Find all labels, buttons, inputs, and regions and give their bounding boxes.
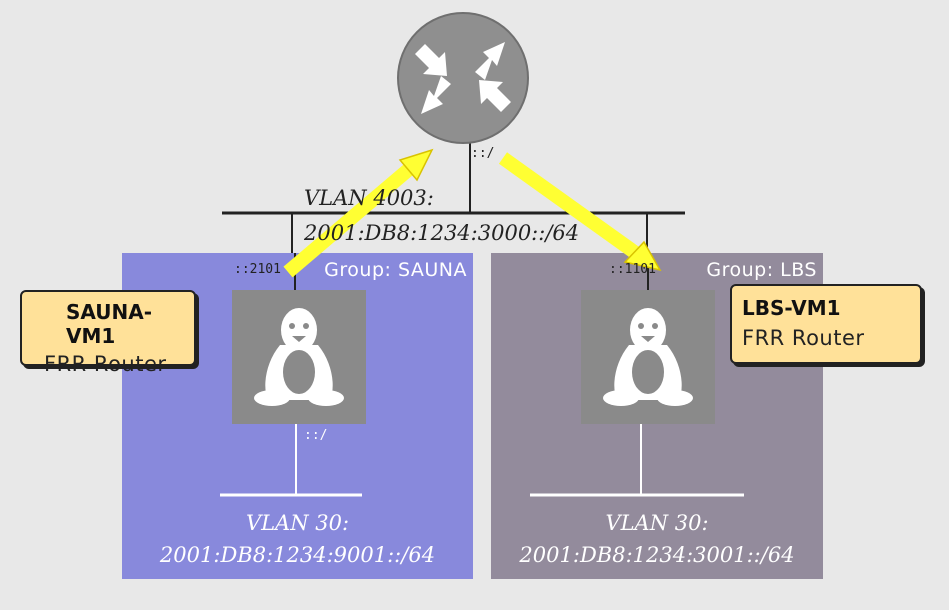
sauna-vm1-linux-box bbox=[232, 290, 366, 424]
vlan4003-name: VLAN 4003: bbox=[304, 186, 434, 210]
lbs-uplink-port-label: ::1101 bbox=[609, 262, 656, 277]
tux-linux-icon bbox=[603, 308, 693, 406]
lbs-vlan30-prefix: 2001:DB8:1234:3001::/64 bbox=[519, 543, 795, 567]
lbs-vm1-linux-box bbox=[581, 290, 715, 424]
sauna-vm1-callout: SAUNA-VM1 FRR Router bbox=[20, 290, 196, 376]
group-sauna-title: Group: SAUNA bbox=[324, 259, 467, 281]
sauna-vlan30-prefix: 2001:DB8:1234:9001::/64 bbox=[159, 543, 436, 567]
sauna-vm1-name: SAUNA-VM1 bbox=[66, 300, 153, 348]
tux-linux-icon bbox=[254, 308, 344, 406]
traffic-arrow-sauna-to-router bbox=[283, 148, 434, 278]
lbs-vm1-callout: LBS-VM1 FRR Router bbox=[730, 284, 922, 364]
lbs-vm1-name: LBS-VM1 bbox=[742, 296, 841, 320]
sauna-vm1-role: FRR Router bbox=[44, 352, 167, 376]
router-port-label: ::/ bbox=[471, 146, 495, 161]
sauna-downlink-port-label: ::/ bbox=[304, 428, 328, 443]
sauna-vlan30-name: VLAN 30: bbox=[245, 511, 350, 535]
traffic-arrow-router-to-lbs bbox=[498, 152, 662, 272]
router-icon bbox=[397, 12, 529, 144]
sauna-uplink-port-label: ::2101 bbox=[234, 262, 281, 277]
group-lbs-title: Group: LBS bbox=[706, 259, 817, 281]
lbs-vlan30-name: VLAN 30: bbox=[605, 511, 709, 535]
lbs-vm1-role: FRR Router bbox=[742, 326, 865, 350]
vlan4003-prefix: 2001:DB8:1234:3000::/64 bbox=[304, 221, 580, 245]
